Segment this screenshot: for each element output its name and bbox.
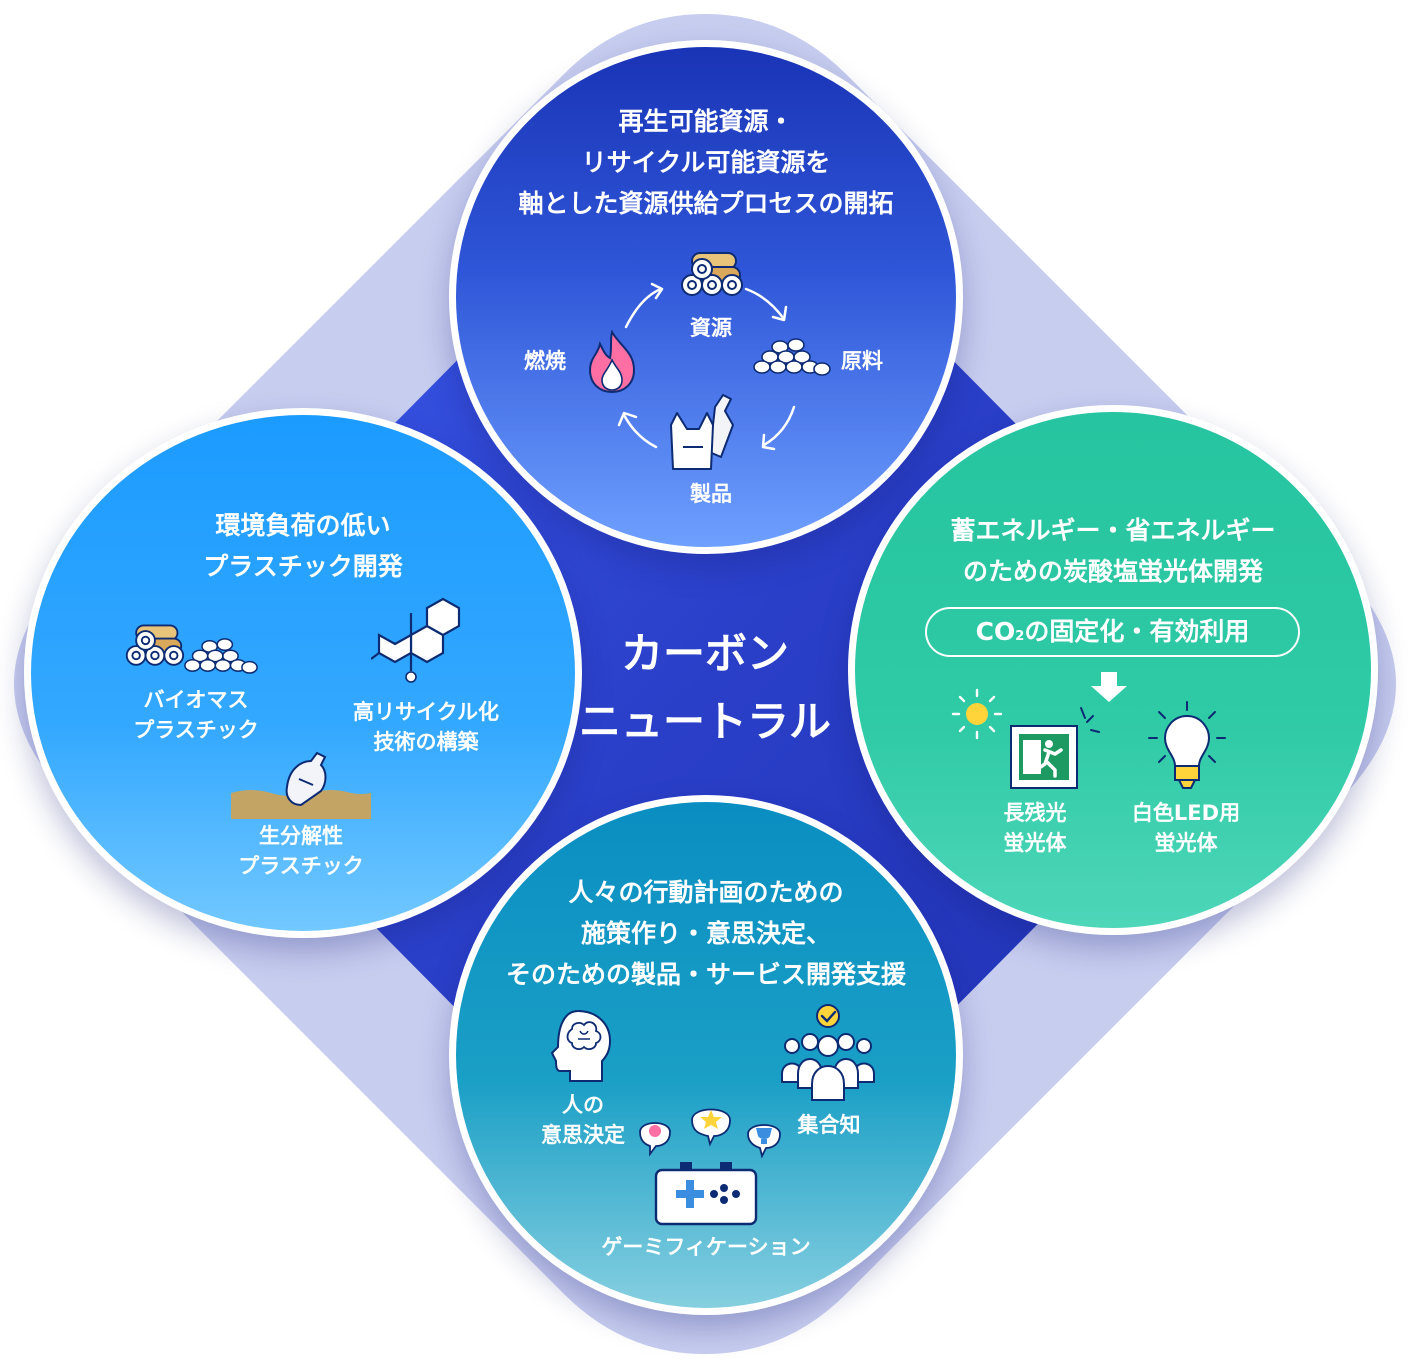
label-high-recycle: 高リサイクル化 技術の構築 xyxy=(353,700,499,754)
pellets-icon xyxy=(184,638,258,674)
phosphor-circle: 蓄エネルギー・省エネルギー のための炭酸塩蛍光体開発 CO2の固定化・有効利用 xyxy=(848,405,1378,935)
label-collective-intelligence: 集合知 xyxy=(797,1113,861,1137)
label-human-decision: 人の 意思決定 xyxy=(541,1093,625,1147)
label-resource: 資源 xyxy=(690,316,732,340)
logs-icon xyxy=(681,252,743,296)
diamond-inner xyxy=(180,110,1230,1260)
crowd-check-icon xyxy=(781,1004,875,1101)
bulb-bubble-icon xyxy=(639,1122,671,1157)
cycle-arrow-icon xyxy=(617,282,796,451)
bottle-in-soil-icon xyxy=(231,751,371,819)
light-bulb-icon xyxy=(1148,701,1226,789)
behavior-support-title: 人々の行動計画のための 施策作り・意思決定、 そのための製品・サービス開発支援 xyxy=(505,878,906,989)
label-white-led: 白色LED用 蛍光体 xyxy=(1131,801,1241,855)
phosphor-title: 蓄エネルギー・省エネルギー のための炭酸塩蛍光体開発 xyxy=(950,516,1276,586)
label-biodegradable: 生分解性 プラスチック xyxy=(238,824,364,878)
resource-supply-title: 再生可能資源・ リサイクル可能資源を 軸とした資源供給プロセスの開拓 xyxy=(518,107,894,218)
sun-icon xyxy=(951,688,1003,740)
logs-icon xyxy=(125,624,185,666)
pellets-icon xyxy=(753,338,831,376)
label-gamification: ゲーミフィケーション xyxy=(601,1235,811,1259)
human-brain-icon xyxy=(550,1009,612,1082)
flame-icon xyxy=(588,330,636,394)
down-arrow-icon xyxy=(1091,672,1127,702)
game-controller-icon xyxy=(654,1162,758,1226)
label-burn: 燃焼 xyxy=(524,349,566,373)
resource-supply-circle: 再生可能資源・ リサイクル可能資源を 軸とした資源供給プロセスの開拓 xyxy=(449,40,963,554)
trophy-bubble-icon xyxy=(747,1124,781,1159)
carbon-neutral-heading: カーボン ニュートラル xyxy=(578,629,831,746)
low-impact-plastic-circle: 環境負荷の低い プラスチック開発 バイオマス プラスチック xyxy=(24,408,582,938)
label-biomass-plastic: バイオマス プラスチック xyxy=(133,688,259,742)
reward-bubbles xyxy=(639,1108,781,1159)
co2-fixation-badge: CO2の固定化・有効利用 xyxy=(925,607,1300,657)
bag-and-bottle-icon xyxy=(670,394,734,470)
star-bubble-icon xyxy=(691,1108,731,1147)
low-impact-plastic-title: 環境負荷の低い プラスチック開発 xyxy=(203,511,403,581)
behavior-support-circle: 人々の行動計画のための 施策作り・意思決定、 そのための製品・サービス開発支援 … xyxy=(449,795,963,1315)
exit-sign-icon xyxy=(1010,707,1100,789)
label-long-afterglow: 長残光 蛍光体 xyxy=(1003,801,1067,855)
molecule-icon xyxy=(371,597,461,683)
label-material: 原料 xyxy=(841,349,883,373)
label-product: 製品 xyxy=(690,482,732,506)
